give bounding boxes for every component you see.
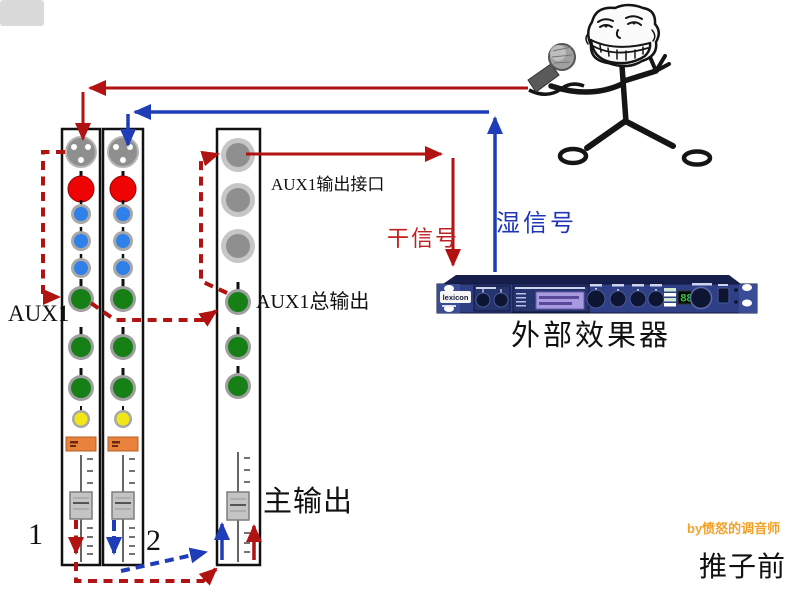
rack-hole: [444, 285, 454, 292]
label-channel-1: 1: [28, 518, 43, 551]
pan-knob-ch1: [72, 406, 90, 428]
stickman-left-leg: [584, 119, 627, 151]
stickman-left-arm: [548, 81, 625, 95]
aux1-master-knob: [225, 282, 251, 315]
aux1-send-knob-ch1: [68, 279, 94, 312]
input-knobs-section: [473, 285, 511, 312]
eq-knobs-ch1: [71, 200, 91, 278]
effects-processor: lexicon: [436, 275, 758, 314]
power-button: [717, 284, 730, 304]
channel-fader-ch1: [69, 455, 93, 562]
rack-hole: [742, 284, 752, 291]
label-pre-fader: 推子前: [699, 552, 787, 583]
label-credit: by愤怒的调音师: [687, 521, 781, 536]
label-aux1: AUX1: [8, 301, 70, 326]
output-jack-icon: [221, 183, 255, 217]
rack-hole: [742, 299, 752, 307]
channel-fader-ch2: [111, 455, 135, 562]
label-external-effects: 外部效果器: [511, 320, 672, 352]
stickman-left-foot: [557, 146, 589, 166]
trollface-head: [585, 3, 660, 68]
eq-knobs-ch2: [113, 200, 133, 278]
lcd-display: [512, 285, 590, 313]
svg-text:lexicon: lexicon: [443, 293, 469, 302]
aux1-output-jack-icon: [221, 138, 255, 172]
corner-artifact: [0, 0, 44, 26]
stickman-right-leg: [624, 119, 676, 149]
aux1-send-to-master-dashed: [89, 301, 218, 327]
label-dry-signal: 干信号: [387, 226, 460, 251]
aux1-master-to-jack-dashed: [199, 150, 228, 295]
mute-button-ch2: [107, 436, 139, 452]
program-list: [664, 288, 676, 307]
pan-knob-ch2: [114, 406, 132, 428]
stickman-hand: [648, 54, 671, 73]
label-aux1-master-output: AUX1总输出: [256, 291, 370, 313]
mute-button-ch1: [65, 436, 97, 452]
gain-knob-ch2: [109, 171, 137, 203]
signal-wires: [41, 80, 528, 586]
stickman-right-arm: [621, 68, 659, 84]
svg-text:88: 88: [680, 293, 692, 305]
stickman-right-foot: [681, 149, 713, 167]
xlr-input-ch2-icon: [107, 136, 139, 168]
master-knobs: [225, 327, 251, 399]
ch1-to-aux1-knob-dashed: [41, 150, 65, 305]
ch1-to-master-bottom-dashed: [74, 562, 218, 586]
edit-knobs: [586, 284, 665, 309]
aux-knobs-ch1: [68, 327, 94, 401]
aux1-send-knob-ch2: [110, 279, 136, 312]
aux-knobs-ch2: [110, 327, 136, 401]
label-wet-signal: 湿信号: [496, 211, 577, 237]
lexicon-logo: lexicon: [440, 291, 471, 307]
label-main-output: 主输出: [263, 486, 354, 518]
master-strip: [214, 127, 262, 567]
stickman-body: [619, 63, 629, 125]
mixer-channel-strip-1: [60, 127, 102, 567]
output-jack-icon: [221, 229, 255, 263]
label-channel-2: 2: [146, 524, 161, 557]
mixer-channel-strip-2: [101, 127, 145, 567]
program-knob: [689, 283, 713, 310]
troll-stickman: [548, 3, 713, 167]
label-aux1-output-port: AUX1输出接口: [271, 175, 385, 194]
xlr-input-ch1-icon: [65, 136, 97, 168]
